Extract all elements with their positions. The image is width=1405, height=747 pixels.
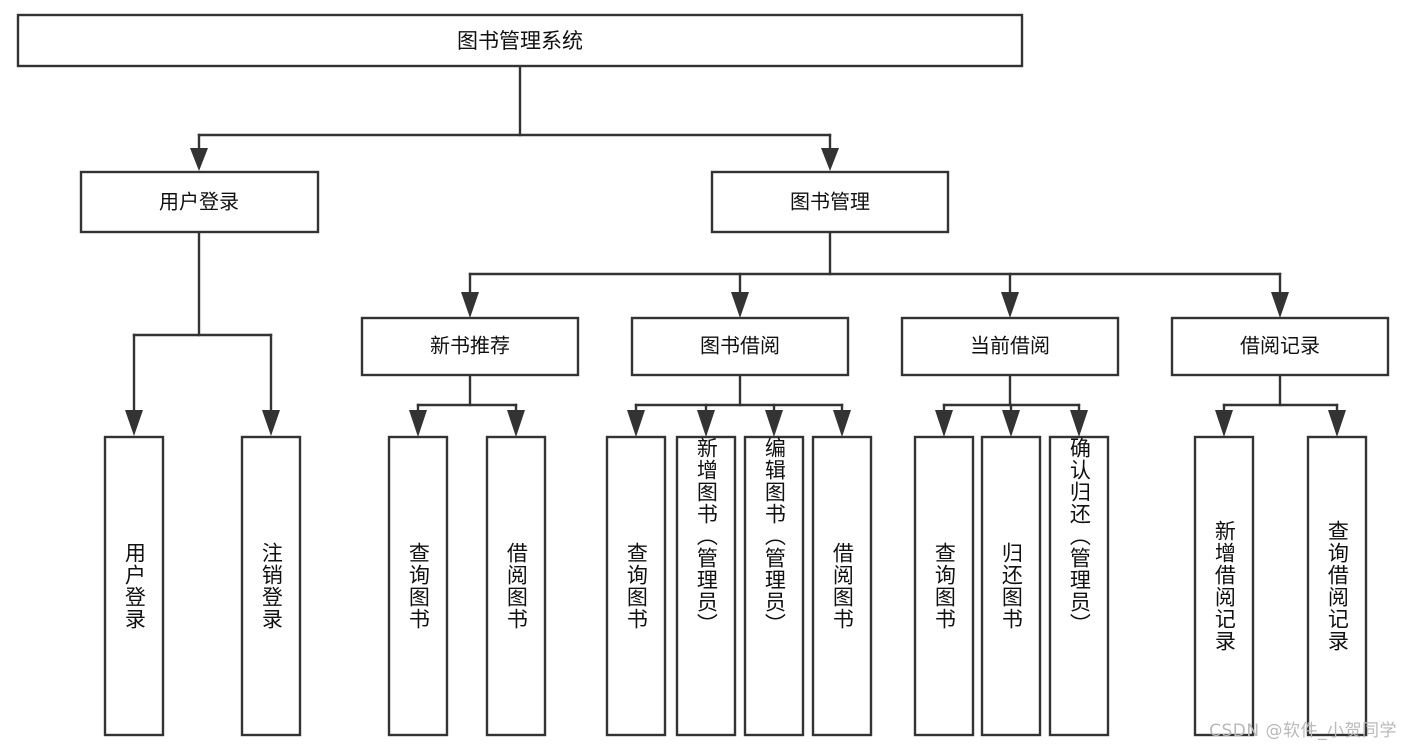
node-leaf-confirm-return[interactable] [1048,435,1110,737]
node-current-borrow-label: 当前借阅 [970,334,1050,358]
node-current-borrow[interactable]: 当前借阅 [900,316,1120,377]
node-leaf-add-record[interactable] [1193,435,1255,737]
node-system-title-label: 图书管理系统 [457,29,583,53]
node-leaf-query-book-3[interactable] [913,435,975,737]
node-new-book-rec-label: 新书推荐 [430,334,510,358]
node-book-borrow[interactable]: 图书借阅 [630,316,850,377]
node-leaf-user-logout[interactable] [240,435,302,737]
edge-currentborrow-to-leaves [935,373,1088,437]
node-new-book-rec[interactable]: 新书推荐 [360,316,580,377]
edge-userlogin-to-leaves [125,230,280,436]
node-borrow-record[interactable]: 借阅记录 [1170,316,1390,377]
node-book-manage[interactable]: 图书管理 [710,170,950,234]
node-leaf-borrow-book-1[interactable] [485,435,547,737]
node-user-login-label: 用户登录 [159,190,239,214]
watermark-text: CSDN @软件_小贺同学 [1209,721,1397,741]
node-book-borrow-label: 图书借阅 [700,334,780,358]
node-leaf-add-book[interactable] [675,435,737,737]
node-system-title[interactable]: 图书管理系统 [16,13,1024,68]
node-leaf-return-book[interactable] [980,435,1042,737]
edge-root-to-level2 [190,64,839,171]
node-leaf-borrow-book-2[interactable] [811,435,873,737]
node-book-manage-label: 图书管理 [790,190,870,214]
node-leaf-user-login[interactable] [103,435,165,737]
node-leaf-query-record[interactable] [1306,435,1368,737]
edge-borrowrecord-to-leaves [1215,373,1346,437]
edge-bookborrow-to-leaves [627,373,851,437]
node-user-login[interactable]: 用户登录 [79,170,320,234]
node-leaf-edit-book[interactable] [743,435,805,737]
edge-bookmanage-to-level3 [461,230,1289,318]
edge-newbook-to-leaves [409,373,525,437]
node-leaf-query-book-2[interactable] [605,435,667,737]
node-borrow-record-label: 借阅记录 [1240,334,1320,358]
node-leaf-query-book-1[interactable] [387,435,449,737]
